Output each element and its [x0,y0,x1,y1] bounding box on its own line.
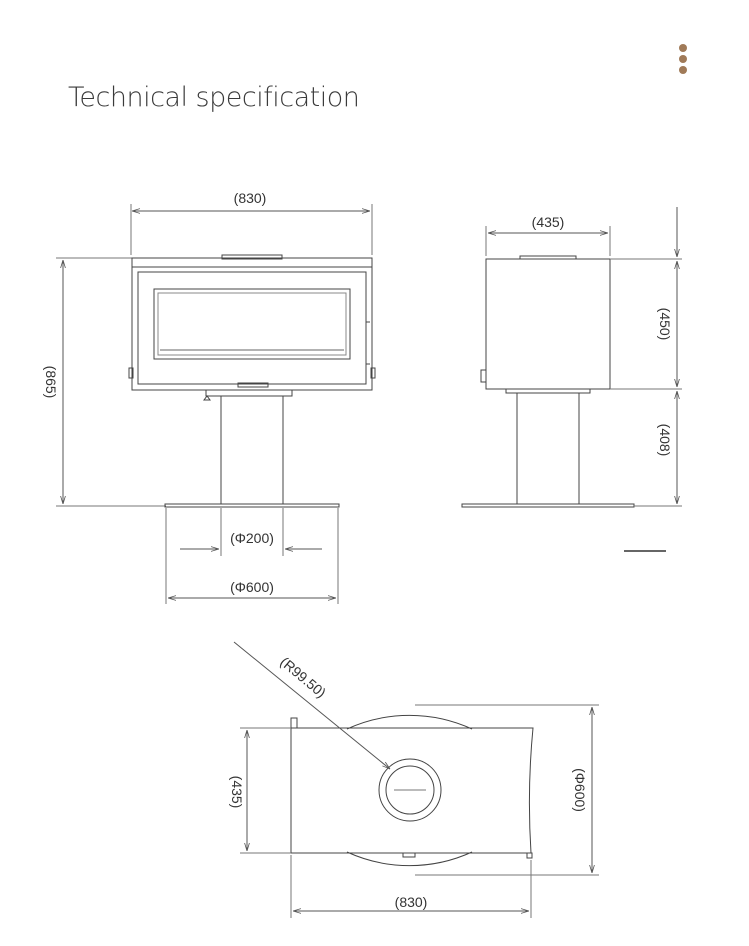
side-body-height-label: (450) [657,308,673,341]
page-title: Technical specification [68,82,360,113]
side-depth-label: (435) [532,214,565,230]
front-door-frame [137,271,367,385]
top-base-plate-arc [346,851,473,867]
front-base-plate [164,503,340,508]
menu-dot [679,44,687,52]
front-height-label: (865) [43,366,59,399]
front-base-diameter-label: (Φ600) [230,579,274,595]
front-pipe-diameter-label: (Φ200) [230,530,274,546]
top-base-diameter-label: (Φ600) [572,768,588,812]
side-stove-body [485,258,611,390]
top-radius-label: (R99.50) [277,654,329,701]
front-width-label: (830) [234,190,267,206]
top-width-label: (830) [395,894,428,910]
top-base-plate-arc [346,714,473,730]
top-depth-label: (435) [229,776,245,809]
menu-dot [679,66,687,74]
top-view [233,641,599,918]
side-stand-height-label: (408) [657,424,673,457]
top-flue-inner [385,765,435,815]
front-pedestal [220,395,284,505]
side-base-plate [461,503,635,508]
front-view [56,204,376,604]
kebab-menu-icon[interactable] [676,44,690,78]
side-view [461,207,682,552]
top-radius-leader [233,641,390,769]
front-glass-window [153,288,351,360]
menu-dot [679,55,687,63]
top-flue-outer [378,758,442,822]
front-stove-body [131,257,373,391]
side-pedestal [516,392,580,505]
